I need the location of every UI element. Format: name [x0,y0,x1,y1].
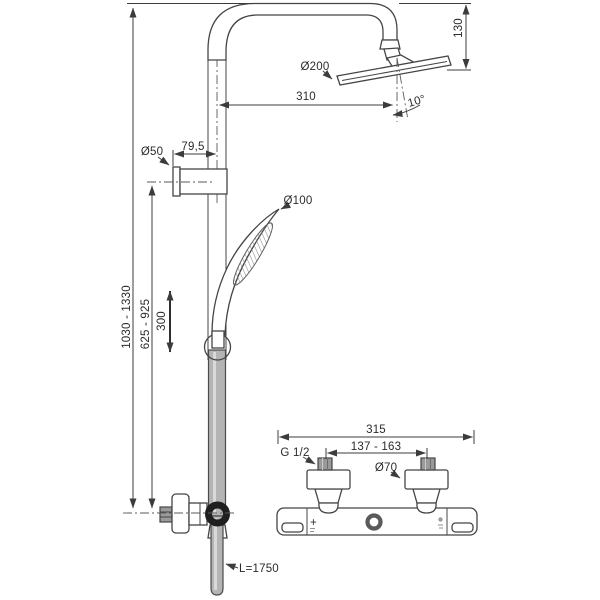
hand-shower-spray-face [233,222,273,286]
dim-connection-centers: 137 - 163 [325,441,428,459]
mixer-left-handle-inset [281,522,304,533]
dim-arm-reach-label: 310 [296,91,316,103]
bottom-bracket-hex [159,506,173,523]
left-union-nut [317,457,333,471]
temperature-marks-left: + [310,517,317,532]
dim-bracket-offset: 79,5 [172,141,216,166]
dim-mixer-width: 315 [277,424,475,444]
dim-head-height-label: 130 [453,18,465,38]
dim-bracket-diameter: Ø50 [141,146,170,166]
slider-holder [203,330,232,361]
dim-head-diameter: Ø200 [301,61,333,80]
safety-mark-right [438,517,443,529]
dim-head-angle-label: 10° [407,93,428,109]
dim-escutcheon-diameter-label: Ø70 [375,462,397,474]
dim-bracket-offset-label: 79,5 [181,141,204,153]
dim-mixer-width-label: 315 [366,424,386,436]
dim-total-height-label: 1030 - 1330 [121,285,133,349]
right-union-nut [420,457,436,471]
dim-head-height: 130 [399,3,471,71]
dim-bracket-diameter-label: Ø50 [141,146,163,158]
shower-arm [207,2,398,61]
mixer-center-knob [365,513,383,531]
hot-mark-label: + [310,517,317,529]
left-union [306,457,351,514]
dim-thread-label: G 1/2 [280,447,309,459]
dim-slide-travel-label: 300 [156,311,168,331]
mixer-front-view: + [276,457,478,536]
dim-bracket-height-label: 625 - 925 [140,299,152,349]
dim-head-diameter-label: Ø200 [301,61,330,73]
hose-guide-ring [205,501,230,527]
dim-thread: G 1/2 [280,447,316,465]
dim-head-angle: 10° [392,57,428,122]
shower-hose [207,349,228,596]
dim-hose-length: L=1750 [225,563,279,575]
mixer-right-handle-inset [451,522,474,533]
dim-bracket-height: 625 - 925 [140,185,156,509]
rain-head [336,55,452,86]
dim-escutcheon-diameter: Ø70 [375,462,401,479]
dim-handspray-diameter-label: Ø100 [284,195,313,207]
bottom-bracket [159,493,230,534]
dim-slide-travel: 300 [156,290,174,353]
dim-connection-centers-label: 137 - 163 [351,441,401,453]
mixer-body [276,507,478,536]
wall-bracket [172,166,228,197]
dim-hose-length-label: L=1750 [239,563,279,575]
right-union [404,457,449,514]
dim-total-height: 1030 - 1330 [121,3,253,509]
dim-arm-reach: 310 [219,91,393,109]
dim-handspray-diameter: Ø100 [280,195,313,210]
